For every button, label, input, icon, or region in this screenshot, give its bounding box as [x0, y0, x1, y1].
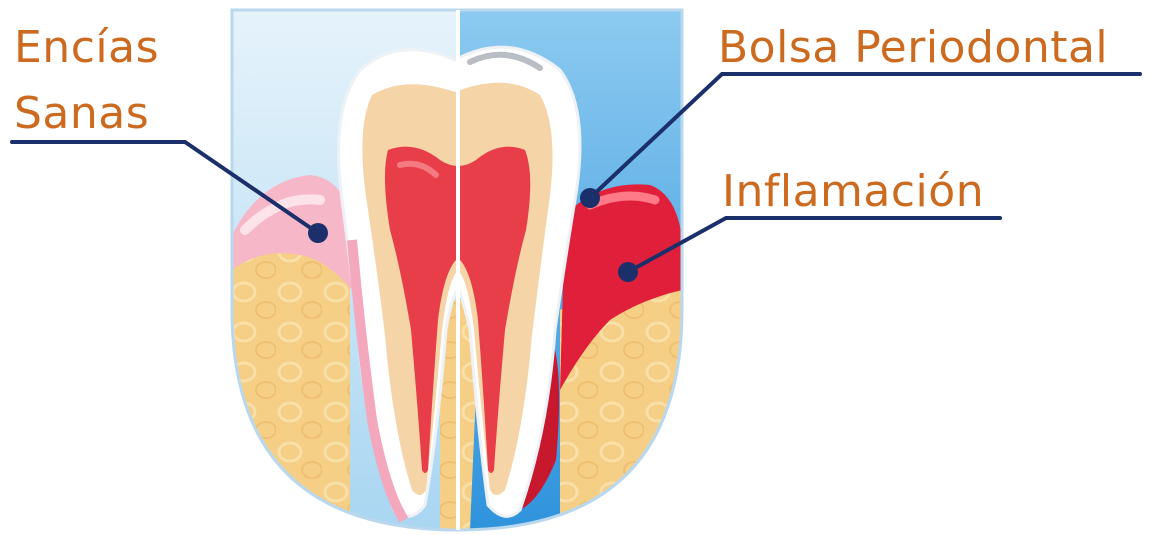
leader-line-inflammation	[628, 218, 1000, 272]
dot-pocket	[580, 188, 600, 208]
dot-healthy-gums	[308, 223, 328, 243]
label-periodontal-pocket: Bolsa Periodontal	[718, 26, 1108, 70]
label-healthy-gums-line1: Encías	[14, 26, 159, 70]
dot-inflammation	[618, 262, 638, 282]
label-inflammation: Inflamación	[722, 170, 984, 214]
label-healthy-gums-line2: Sanas	[14, 92, 149, 136]
bone	[232, 230, 350, 530]
